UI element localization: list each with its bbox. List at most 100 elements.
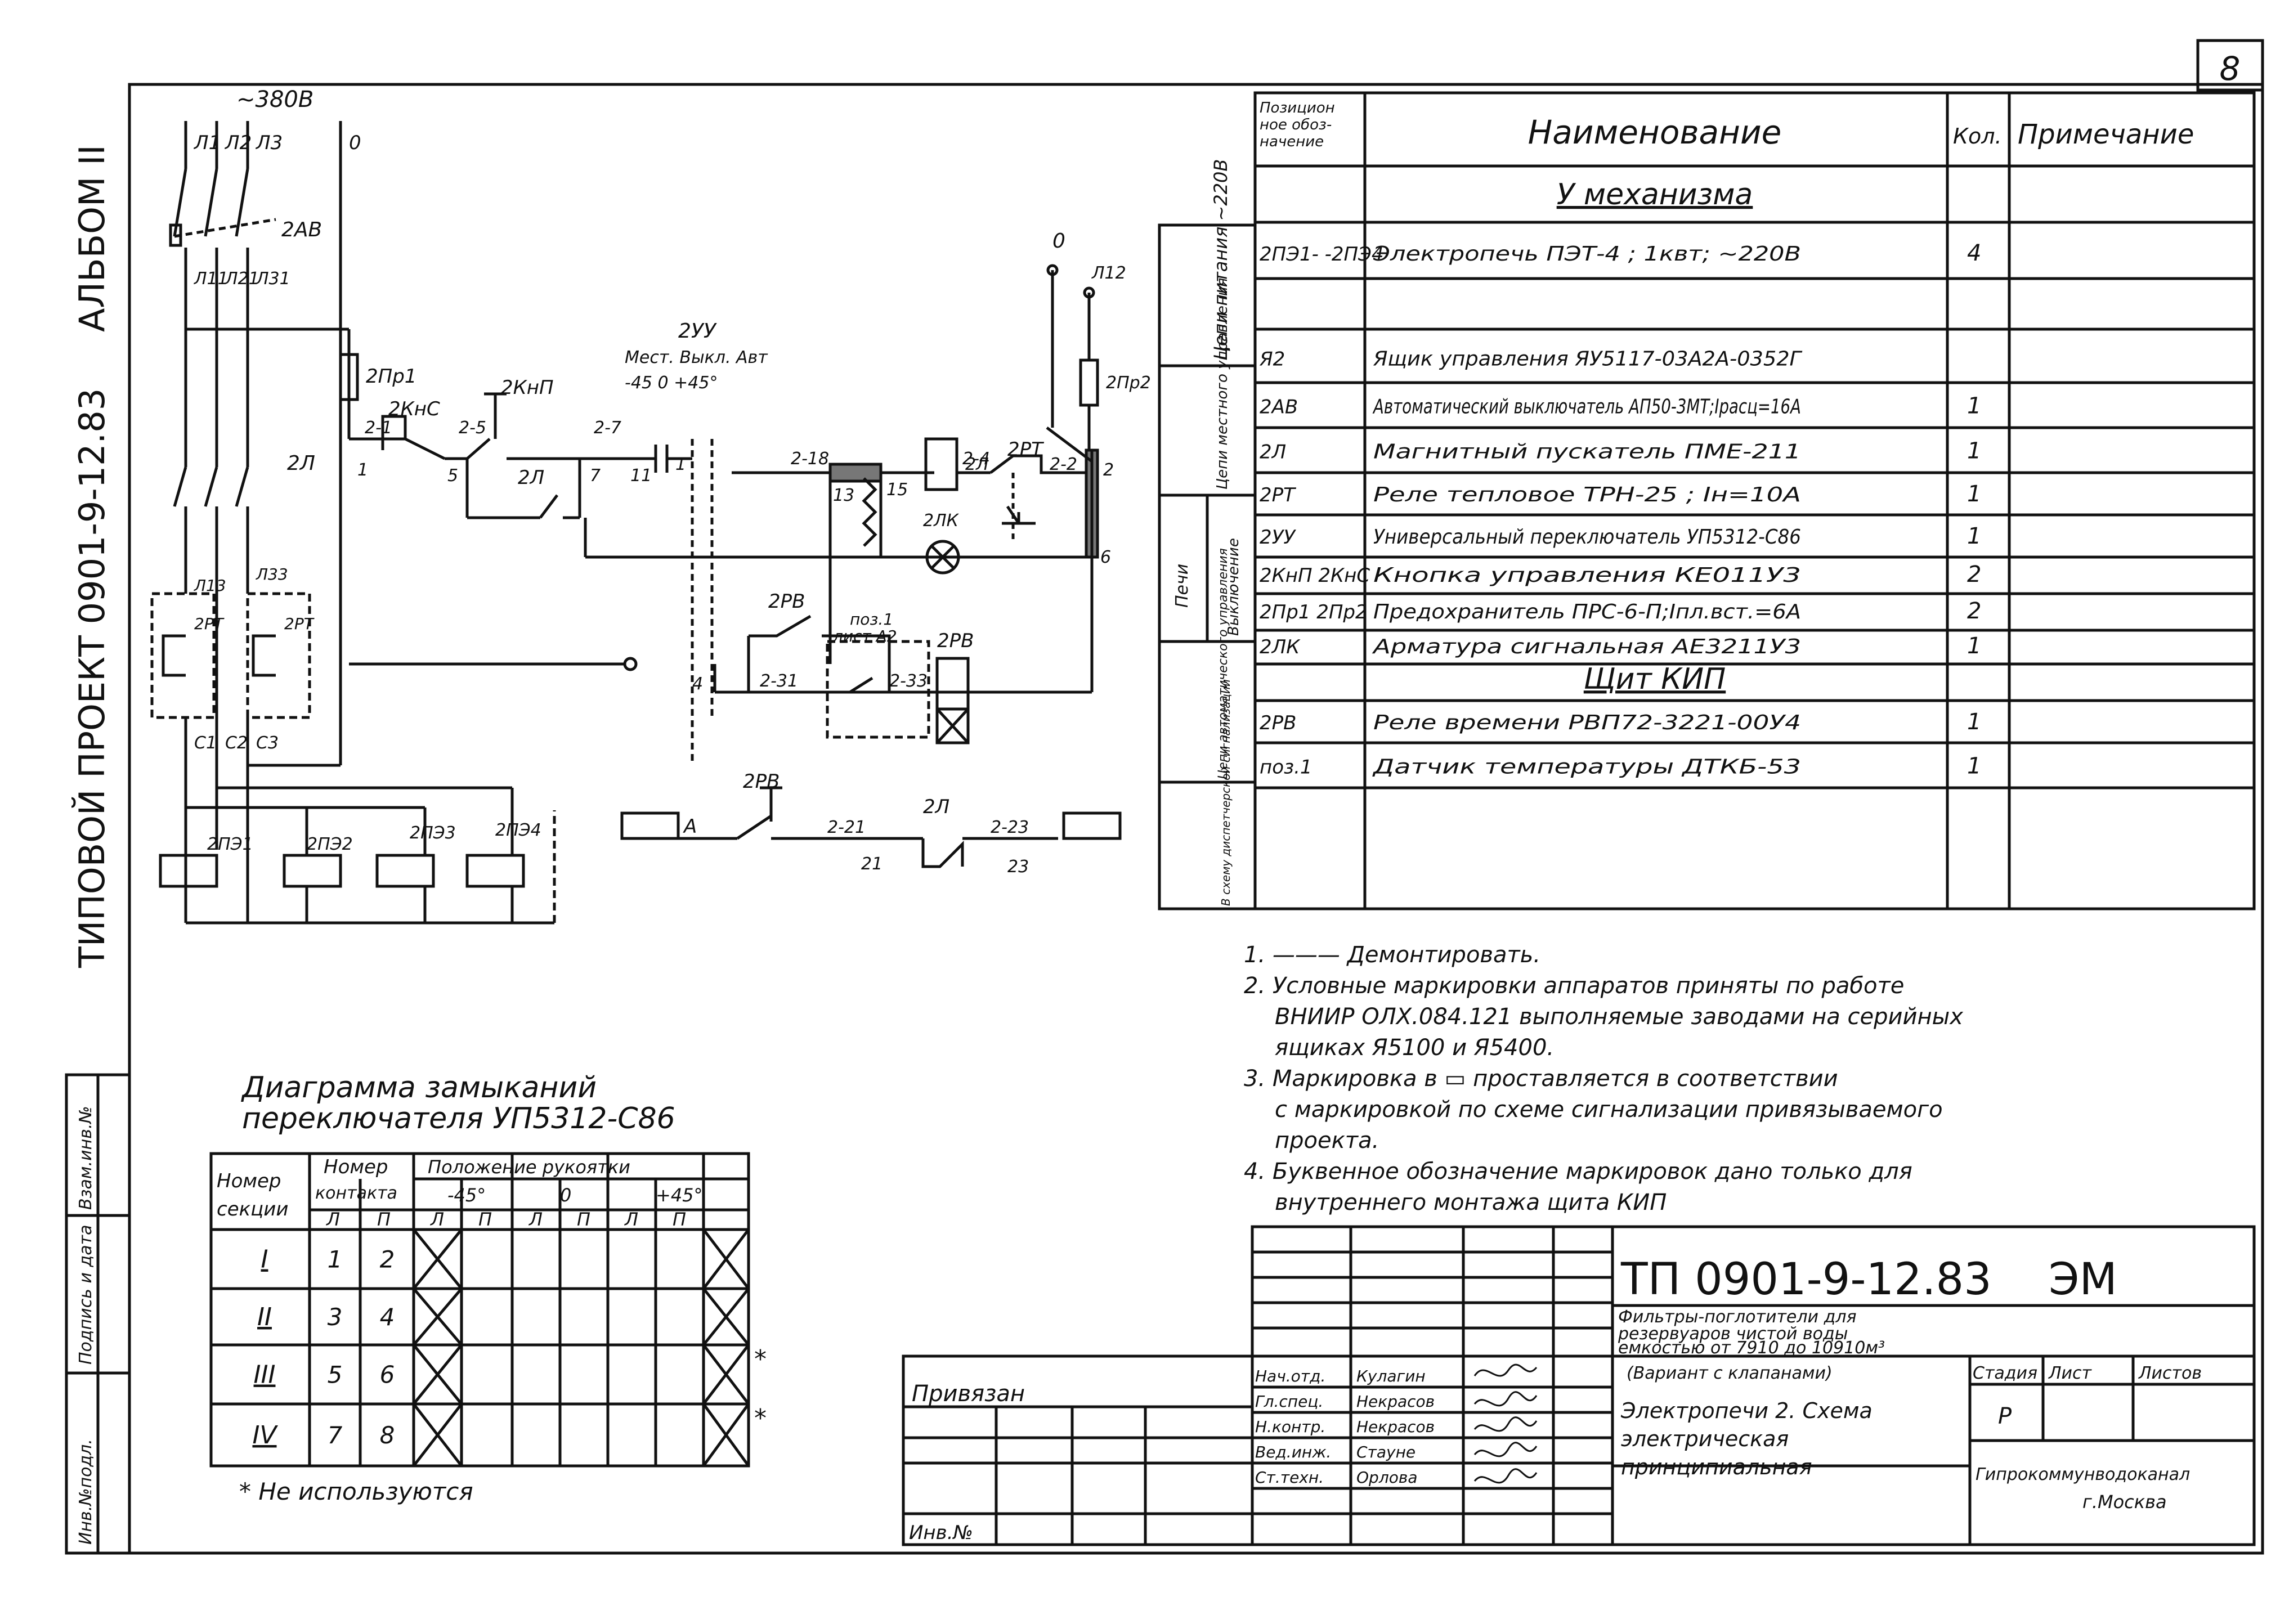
node-4: 4 — [692, 674, 703, 694]
wire-2-33: 2-33 — [889, 671, 928, 691]
btn-kns-label: 2КнС — [388, 398, 440, 420]
phase-l11: Л11 — [194, 269, 229, 289]
lp-p4: П — [673, 1209, 686, 1230]
breaker-label: 2АВ — [281, 218, 322, 241]
switch-title: 2УУ — [678, 320, 717, 343]
node-6: 6 — [1100, 548, 1111, 567]
desc-1: Фильтры-поглотители для — [1618, 1307, 1857, 1327]
spec-pos-13: поз.1 — [1260, 756, 1313, 778]
cross-3-1 — [702, 1403, 750, 1467]
name-1: Кулагин — [1356, 1367, 1426, 1385]
title-2: электрическая — [1621, 1426, 1789, 1451]
node-5: 5 — [447, 466, 458, 486]
spec-pos-12: 2РВ — [1260, 712, 1296, 734]
pos-zero: 0 — [560, 1185, 571, 1206]
heater-4-label: 2ПЭ4 — [495, 820, 541, 840]
spec-name-8: Кнопка управления КЕ011У3 — [1373, 564, 1801, 587]
stamp-replace: Взам.инв.№ — [76, 1106, 96, 1210]
h-position: Положение рукоятки — [428, 1156, 630, 1178]
switch-angles: -45 0 +45° — [625, 373, 718, 393]
node-13: 13 — [833, 486, 854, 505]
heater-2: 2ПЭ2 — [283, 835, 353, 888]
node-11: 11 — [630, 466, 652, 486]
supply-label: ~380В — [236, 87, 313, 113]
control-circuit: 2КнС 2КнП 2Л 2УУ Мест. Выкл. Авт -45 0 +… — [349, 230, 1151, 877]
side-title: ТИПОВОЙ ПРОЕКТ 0901-9-12.83 — [71, 388, 113, 968]
h-section-1: Номер — [217, 1170, 281, 1192]
wire-2-2: 2-2 — [1050, 455, 1077, 474]
h-section-2: секции — [217, 1198, 288, 1221]
lp-p1: П — [377, 1209, 391, 1230]
cross-2-1 — [702, 1344, 750, 1405]
switch-sub: Мест. Выкл. Авт — [625, 348, 768, 367]
node-1: 1 — [357, 460, 368, 480]
note-line-3: ящиках Я5100 и Я5400. — [1275, 1035, 1554, 1061]
spec-heading-0: У механизма — [1557, 178, 1753, 212]
pos-minus45: -45° — [447, 1185, 486, 1206]
sheet-a2-label: лист А2 — [832, 627, 897, 645]
node-21: 21 — [861, 854, 883, 874]
heater-1-label: 2ПЭ1 — [207, 835, 253, 854]
doc-code: ТП 0901-9-12.83 — [1620, 1254, 1992, 1305]
doc-mark: ЭМ — [2049, 1254, 2117, 1305]
spec-pos-4: 2АВ — [1260, 396, 1298, 418]
contact-l-3: 7 — [328, 1421, 343, 1449]
role-3: Н.контр. — [1255, 1417, 1325, 1436]
cross-0-0 — [413, 1228, 463, 1290]
spec-pos-5: 2Л — [1260, 441, 1286, 463]
cross-2-0 — [413, 1344, 463, 1405]
lp-p3: П — [577, 1209, 590, 1230]
spec-name-6: Реле тепловое ТРН-25 ; Iн=10А — [1373, 483, 1801, 506]
spec-pos-6: 2РТ — [1260, 484, 1296, 506]
spec-name-1: Электропечь ПЭТ-4 ; 1квт; ~220В — [1373, 243, 1801, 266]
spec-qty-10: 1 — [1967, 633, 1981, 659]
rt-contact-label: 2РТ — [1007, 438, 1044, 461]
group-supply: Цепи питания ~220В — [1210, 159, 1231, 360]
contactor-label: 2Л — [287, 452, 315, 475]
side-album: АЛЬБОМ II — [71, 145, 113, 332]
contact-p-1: 4 — [380, 1303, 395, 1331]
cross-1-0 — [413, 1287, 463, 1346]
contact-l-ext-label: 2Л — [923, 796, 949, 818]
note-line-2: ВНИИР ОЛХ.084.121 выполняемые заводами н… — [1275, 1004, 1963, 1030]
node-7: 7 — [590, 466, 601, 486]
tap-l13: Л13 — [194, 576, 226, 595]
hdr-pos-3: начение — [1260, 133, 1324, 150]
spec-qty-13: 1 — [1967, 753, 1981, 779]
pos1-label: поз.1 — [850, 610, 893, 629]
role-4: Вед.инж. — [1255, 1443, 1331, 1461]
sheets-header: Листов — [2138, 1363, 2202, 1383]
note-line-5: с маркировкой по схеме сигнализации прив… — [1275, 1097, 1943, 1123]
contact-l-1: 3 — [328, 1303, 343, 1331]
group-off: Выключение — [1225, 538, 1242, 636]
wire-2-23: 2-23 — [991, 818, 1029, 837]
phase-l3: Л3 — [255, 132, 283, 154]
group-local: Цепи местного управления — [1214, 278, 1231, 490]
note-line-4: 3. Маркировка в ▭ проставляется в соотве… — [1244, 1066, 1838, 1092]
lp-l4: Л — [624, 1209, 638, 1230]
group-dispatch: В схему диспетчерской сигнализации — [1219, 679, 1233, 906]
wire-2-1: 2-1 — [365, 418, 392, 438]
spec-qty-7: 1 — [1967, 523, 1981, 549]
h-contact-1: Номер — [324, 1156, 388, 1178]
spec-name-13: Датчик температуры ДТКБ-53 — [1372, 755, 1801, 778]
contact-p-0: 2 — [380, 1246, 395, 1273]
sheet-number: 8 — [2220, 50, 2241, 88]
sec-1: II — [257, 1303, 272, 1331]
box-a-label: А — [683, 815, 697, 838]
hdr-qty: Кол. — [1953, 124, 2002, 149]
lp-l2: Л — [430, 1209, 444, 1230]
wire-2-18: 2-18 — [791, 449, 829, 469]
heater-2-label: 2ПЭ2 — [307, 835, 353, 854]
wire-2-21: 2-21 — [827, 818, 866, 837]
spec-qty-4: 1 — [1967, 393, 1981, 419]
spec-pos-10: 2ЛК — [1260, 636, 1301, 658]
node-l12: Л12 — [1091, 263, 1126, 283]
star-2: * — [754, 1404, 767, 1433]
name-2: Некрасов — [1356, 1392, 1435, 1411]
hdr-name: Наименование — [1528, 113, 1782, 151]
note-line-0: 1. ——— Демонтировать. — [1244, 942, 1540, 968]
fuse2-label: 2Пр2 — [1106, 373, 1151, 393]
